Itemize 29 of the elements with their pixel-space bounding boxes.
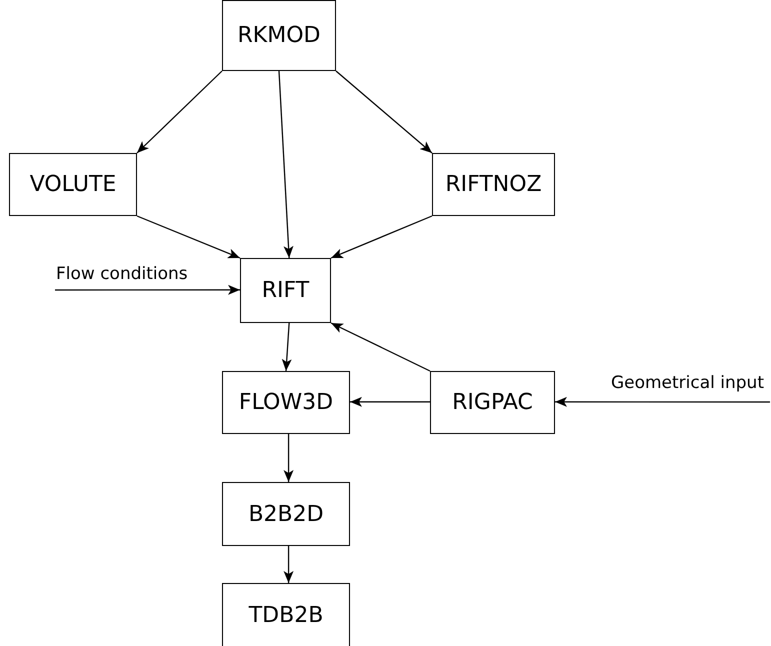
box-label: VOLUTE bbox=[30, 172, 116, 197]
arrow bbox=[136, 215, 240, 259]
arrow bbox=[282, 322, 292, 372]
arrow bbox=[284, 434, 294, 482]
box-label: FLOW3D bbox=[238, 390, 334, 415]
arrow bbox=[336, 70, 432, 154]
arrow bbox=[278, 70, 294, 258]
arrow bbox=[55, 284, 240, 295]
arrow bbox=[284, 546, 294, 583]
arrow bbox=[136, 70, 222, 154]
box-label: RIFT bbox=[262, 278, 310, 303]
process-box bbox=[222, 583, 350, 646]
process-box bbox=[9, 153, 137, 216]
arrow bbox=[330, 322, 430, 372]
process-box bbox=[222, 482, 350, 546]
box-label: RKMOD bbox=[238, 23, 320, 48]
arrow bbox=[330, 215, 432, 259]
arrow bbox=[555, 396, 770, 407]
box-label: RIGPAC bbox=[452, 390, 533, 415]
process-box bbox=[240, 258, 331, 323]
box-label: B2B2D bbox=[248, 502, 324, 526]
process-box bbox=[222, 371, 350, 434]
box-label: RIFTNOZ bbox=[445, 172, 542, 197]
edge-label: Geometrical input bbox=[610, 373, 765, 393]
process-box bbox=[432, 153, 555, 216]
box-label: TDB2B bbox=[248, 602, 324, 628]
arrow bbox=[350, 396, 430, 407]
process-box bbox=[222, 0, 336, 71]
process-box bbox=[430, 371, 555, 434]
